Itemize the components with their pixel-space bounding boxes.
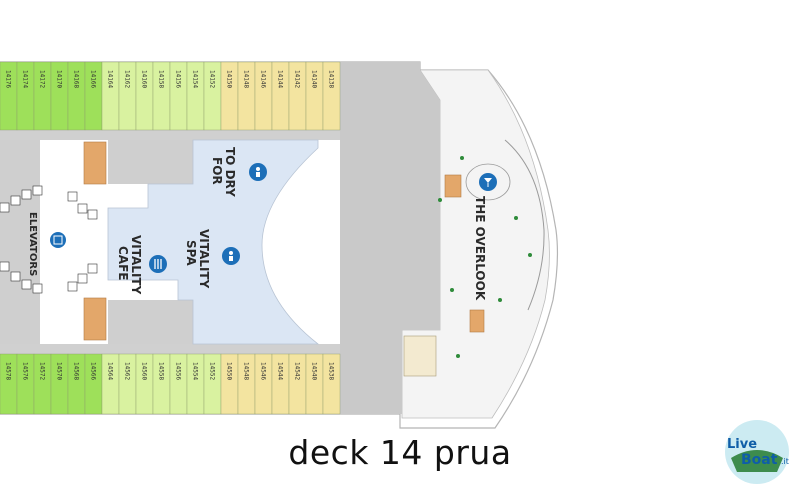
cabin-number: 14170 — [56, 70, 63, 88]
cabin-number: 14538 — [328, 362, 335, 380]
svg-text:Boat: Boat — [741, 452, 778, 468]
cabin-number: 14556 — [175, 362, 182, 380]
cabin-number: 14552 — [209, 362, 216, 380]
cabin-number: 14164 — [107, 70, 114, 88]
central-deck — [340, 62, 440, 414]
cabin-number: 14542 — [294, 362, 301, 380]
cabin-number: 14570 — [56, 362, 63, 380]
vitality-spa-label-2: SPA — [184, 240, 198, 266]
cabin-number: 14564 — [107, 362, 114, 380]
stairs-top — [83, 141, 107, 185]
svg-text:.it: .it — [781, 457, 789, 466]
elevator-icon — [50, 232, 66, 248]
top-corridor — [0, 130, 340, 140]
cabin-number: 14544 — [277, 362, 284, 380]
middle-gray-block-low — [108, 300, 193, 344]
cabin-number: 14568 — [73, 362, 80, 380]
cabin-number: 14148 — [243, 70, 250, 88]
overlook-furniture — [403, 139, 545, 377]
cabin-number: 14172 — [39, 70, 46, 88]
cabin-number: 14160 — [141, 70, 148, 88]
elevator-cluster — [0, 185, 98, 294]
cabin-number: 14150 — [226, 70, 233, 88]
cabin-number: 14140 — [311, 70, 318, 88]
salon-icon — [249, 163, 267, 181]
cabin-number: 14154 — [192, 70, 199, 88]
cabin-number: 14158 — [158, 70, 165, 88]
cabin-number: 14578 — [5, 362, 12, 380]
spa-person-icon — [222, 247, 240, 265]
cabin-number: 14168 — [73, 70, 80, 88]
cabin-number: 14166 — [90, 70, 97, 88]
cabin-number: 14572 — [39, 362, 46, 380]
overlook-label: THE OVERLOOK — [473, 196, 487, 301]
to-dry-for-label-1: TO DRY — [223, 147, 237, 197]
cabin-number: 14142 — [294, 70, 301, 88]
cafe-cutlery-icon — [149, 255, 167, 273]
cabin — [322, 61, 341, 131]
elevators-label: ELEVATORS — [27, 212, 38, 276]
cabin-number: 14138 — [328, 70, 335, 88]
cabin-number: 14554 — [192, 362, 199, 380]
liveboat-logo: Live Boat .it — [725, 420, 789, 484]
cabin-number: 14560 — [141, 362, 148, 380]
vitality-spa-label-1: VITALITY — [197, 229, 211, 289]
cabin-number: 14566 — [90, 362, 97, 380]
cabin-number: 14548 — [243, 362, 250, 380]
cabin-number: 14146 — [260, 70, 267, 88]
stairs-bottom — [83, 297, 107, 341]
cabin — [322, 353, 341, 415]
cabin-number: 14176 — [5, 70, 12, 88]
cabin-number: 14576 — [22, 362, 29, 380]
deck-caption: deck 14 prua — [288, 433, 512, 472]
cabin-row-bottom: 14578 14576 14572 14570 14568 14566 14564 14562… — [0, 353, 341, 415]
bar-cocktail-icon — [479, 173, 497, 191]
bow-area — [401, 69, 550, 419]
cabin-number: 14540 — [311, 362, 318, 380]
cabin-number: 14156 — [175, 70, 182, 88]
cabin-number: 14144 — [277, 70, 284, 88]
cabin-number: 14550 — [226, 362, 233, 380]
vitality-cafe-label-2: CAFE — [116, 246, 130, 281]
middle-gray-block — [108, 140, 193, 184]
cabin-number: 14162 — [124, 70, 131, 88]
left-gray-block — [0, 140, 40, 344]
spa-area — [107, 139, 320, 345]
bottom-corridor — [0, 344, 340, 354]
svg-text:Live: Live — [727, 437, 757, 452]
cabin-number: 14152 — [209, 70, 216, 88]
cabin-number: 14558 — [158, 362, 165, 380]
cabin-number: 14562 — [124, 362, 131, 380]
cabin-row-top: 14176 14174 14172 14170 14168 14166 14164 14162… — [0, 61, 341, 131]
to-dry-for-label-2: FOR — [210, 157, 224, 185]
cabin-number: 14546 — [260, 362, 267, 380]
vitality-cafe-label-1: VITALITY — [129, 235, 143, 295]
cabin-number: 14174 — [22, 70, 29, 88]
